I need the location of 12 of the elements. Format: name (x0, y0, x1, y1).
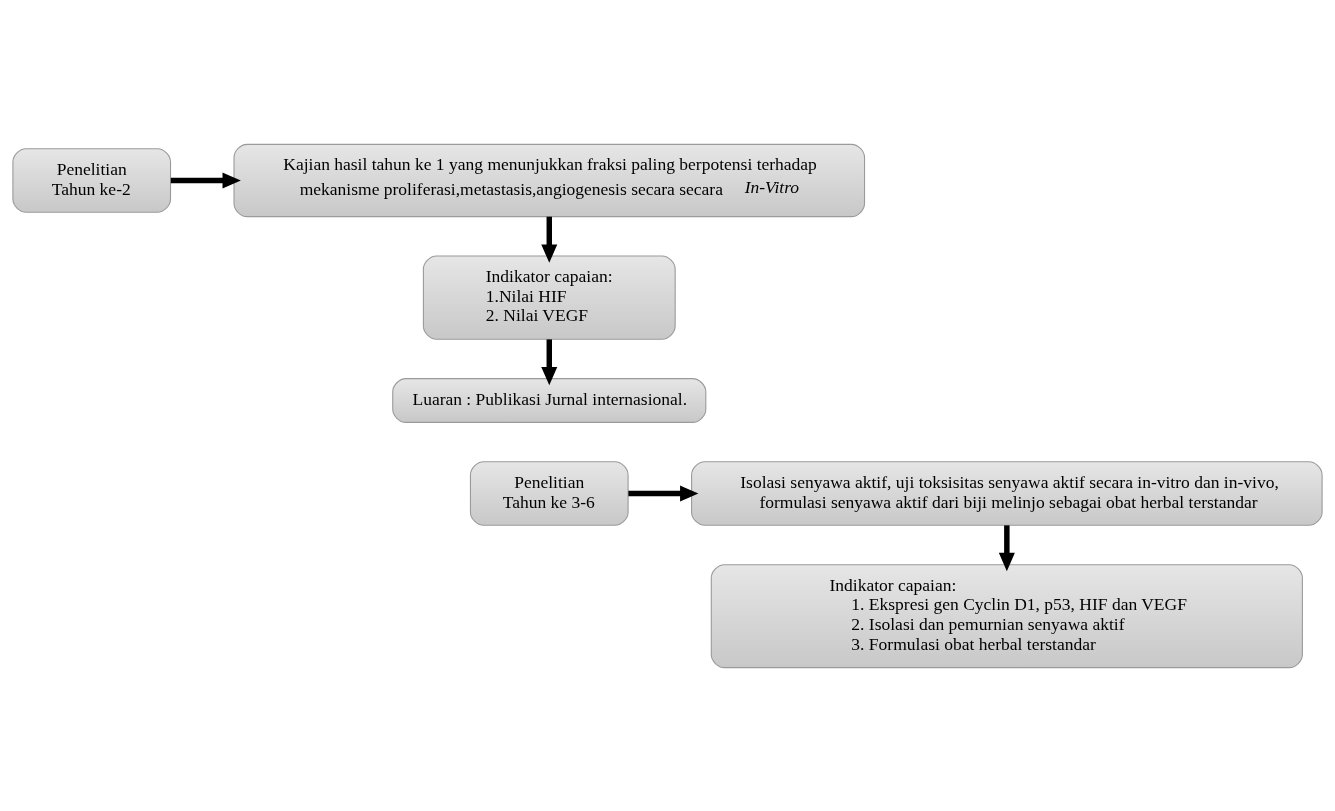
arrow (541, 216, 558, 263)
node-box: Penelitian Tahun ke-2 (12, 147, 172, 213)
arrow (170, 172, 241, 188)
node-box: Indikator capaian: 1.Nilai HIF 2. Nilai VEGF (422, 255, 676, 340)
node-box: Isolasi senyawa aktif, uji toksisitas senyawa aktif secara in-vitro dan in-vivo, formulasi senyawa aktif dari biji melinjo sebagai obat herbal terstandar (691, 460, 1323, 526)
arrow (998, 524, 1015, 571)
node-box: Indikator capaian: 1. Ekspresi gen Cyclin D1, p53, HIF dan VEGF 2. Isolasi dan pemurnian senyawa aktif 3. Formulasi obat herbal terstandar (710, 563, 1303, 668)
arrow (541, 338, 558, 385)
node-box: Kajian hasil tahun ke 1 yang menunjukkan fraksi paling berpotensi terhadap mekanisme proliferasi,metastasis,angiogenesis secara secara In-Vitro (233, 143, 866, 217)
arrow (628, 485, 699, 502)
node-box: Penelitian Tahun ke 3-6 (469, 460, 629, 526)
node-box: Luaran : Publikasi Jurnal internasional. (392, 377, 707, 423)
